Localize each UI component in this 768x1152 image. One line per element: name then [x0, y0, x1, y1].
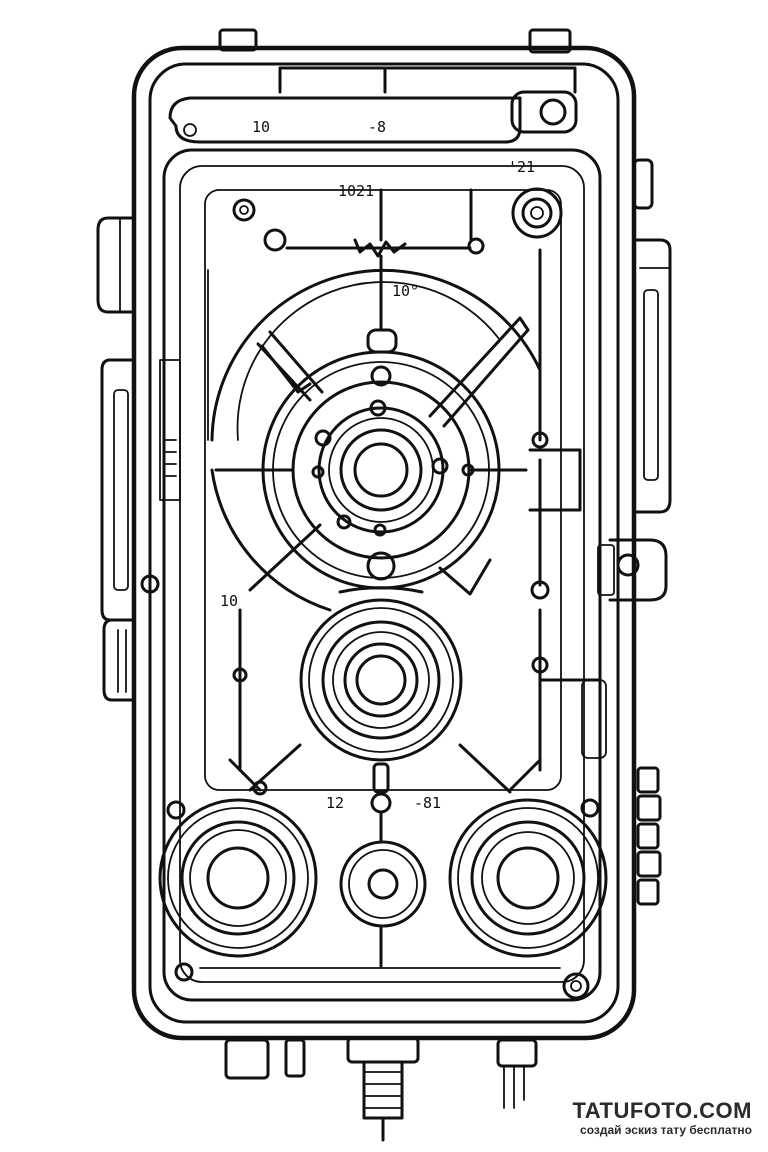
label-upper-b: '21 [508, 158, 535, 176]
left-side-controls [96, 216, 181, 702]
bottom-right-knob [199, 798, 608, 1000]
center-jack [228, 586, 602, 794]
knob-icon [511, 187, 563, 239]
label-upper-a: 1021 [338, 182, 374, 200]
panel-labels: 10 -8 1021 '21 10° 10 12 -81 [220, 118, 535, 812]
bottom-connectors [224, 1036, 538, 1142]
label-top-left: 10 [252, 118, 270, 136]
dial-icon [339, 428, 423, 512]
main-dial [207, 248, 582, 612]
bottom-left-knob [158, 798, 318, 982]
top-knobs [232, 187, 563, 332]
label-top-mid: -8 [368, 118, 386, 136]
jack-icon [343, 642, 419, 718]
label-dial-top: 10° [392, 282, 419, 300]
label-lower-left: 12 [326, 794, 344, 812]
top-bar [168, 66, 578, 144]
right-side-controls [581, 158, 672, 906]
watermark-brand: TATUFOTO.COM [572, 1098, 752, 1123]
watermark: TATUFOTO.COM создай эскиз тату бесплатно [572, 1099, 752, 1138]
label-lower-right: -81 [414, 794, 441, 812]
small-center-knob [252, 762, 427, 968]
watermark-tagline: создай эскиз тату бесплатно [580, 1123, 752, 1137]
label-left-side: 10 [220, 592, 238, 610]
